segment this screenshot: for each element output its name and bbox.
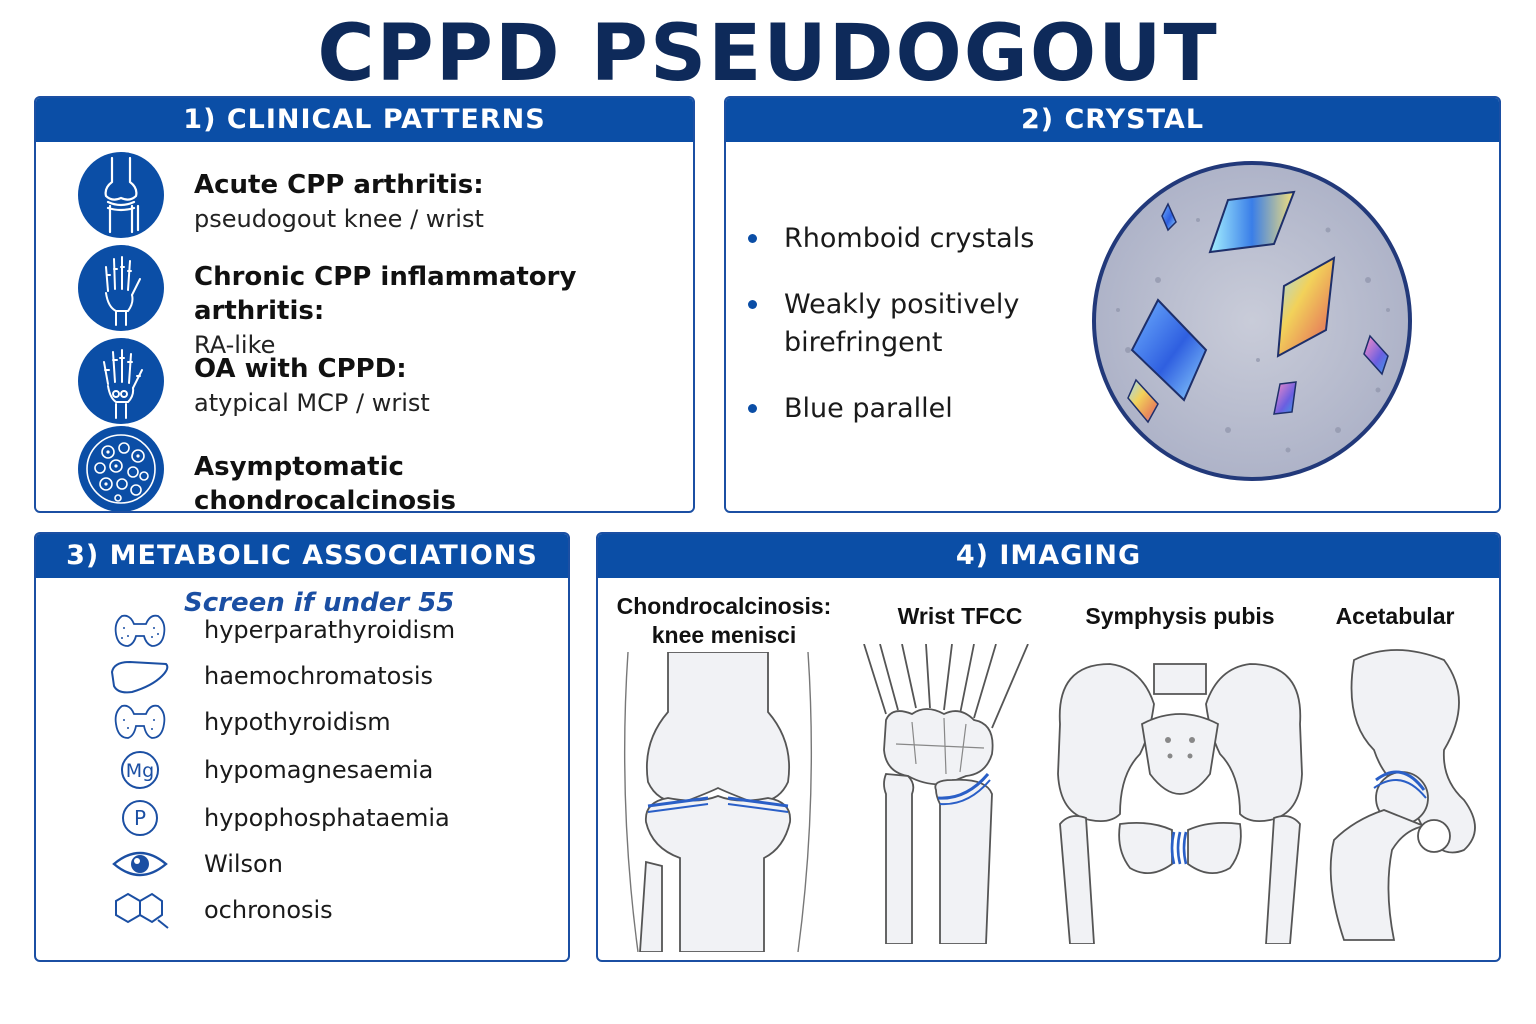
bullet-dot-icon [748, 404, 757, 413]
metabolic-label: ochronosis [204, 896, 333, 924]
crystal-bullet: Blue parallel [748, 390, 1078, 428]
molecule-icon [115, 892, 169, 929]
knee-joint-icon [78, 152, 164, 238]
imaging-label-acetabular: Acetabular [1335, 603, 1455, 629]
crystal-header: 2) CRYSTAL [726, 98, 1499, 142]
page-title: CPPD PSEUDOGOUT [317, 9, 1219, 99]
metabolic-label: hypomagnesaemia [204, 756, 434, 784]
metabolic-associations-panel: 3) METABOLIC ASSOCIATIONS Screen if unde… [34, 532, 570, 962]
metabolic-item: Wilson [108, 844, 548, 884]
clinical-item-sub: atypical MCP / wrist [194, 389, 430, 417]
metabolic-item: P hypophosphataemia [108, 798, 548, 838]
crystal-bullet-list: Rhomboid crystals Weakly positively bire… [748, 220, 1078, 456]
liver-icon [110, 660, 169, 694]
clinical-item-sub: pseudogout knee / wrist [194, 205, 484, 233]
metabolic-label: hyperparathyroidism [204, 616, 456, 644]
magnesium-icon: Mg [121, 751, 159, 789]
hip-illustration [1329, 649, 1476, 941]
clinical-item-head: Acute CPP arthritis: [194, 170, 484, 200]
bullet-dot-icon [748, 300, 757, 309]
clinical-item-sub: RA-like [194, 331, 276, 359]
crystal-bullet: Weakly positively birefringent [748, 286, 1078, 362]
clinical-item-asymptomatic: Asymptomatic chondrocalcinosis [194, 450, 674, 513]
imaging-label-knee: Chondrocalcinosis: knee menisci [614, 592, 834, 650]
crystal-bullet-text: Blue parallel [784, 393, 953, 424]
clinical-item-head: Asymptomatic chondrocalcinosis [194, 452, 457, 513]
imaging-panel: 4) IMAGING Chondrocalcinosis: knee menis… [596, 532, 1501, 962]
crystal-bullet-text: Weakly positively birefringent [784, 289, 1020, 358]
thyroid-icon [114, 704, 166, 739]
metabolic-item: ochronosis [108, 890, 548, 930]
metabolic-item: hyperparathyroidism [108, 610, 548, 650]
crystal-panel: 2) CRYSTAL Rhomboid crystals Weakly posi… [724, 96, 1501, 513]
hand-xray-icon [78, 245, 164, 331]
knee-illustration [623, 652, 813, 952]
metabolic-label: hypophosphataemia [204, 804, 450, 832]
crystal-bullet: Rhomboid crystals [748, 220, 1078, 258]
bullet-dot-icon [748, 234, 757, 243]
eye-icon [112, 851, 168, 877]
crystal-bullet-text: Rhomboid crystals [784, 223, 1035, 254]
clinical-item-head: Chronic CPP inflammatory arthritis: [194, 262, 577, 326]
clinical-patterns-panel: 1) CLINICAL PATTERNS Acute CPP arthritis… [34, 96, 695, 513]
imaging-label-line: knee menisci [651, 622, 797, 648]
imaging-label-wrist: Wrist TFCC [897, 603, 1023, 629]
metabolic-label: hypothyroidism [204, 708, 391, 736]
pelvis-illustration [1057, 663, 1303, 944]
microscopy-crystal-image [1092, 161, 1412, 481]
clinical-item-acute: Acute CPP arthritis: pseudogout knee / w… [194, 168, 674, 236]
phosphate-symbol: P [134, 806, 146, 830]
hand-bones-icon [78, 338, 164, 424]
clinical-item-head: OA with CPPD: [194, 354, 407, 384]
clinical-item-oa: OA with CPPD: atypical MCP / wrist [194, 352, 674, 420]
parathyroid-icon [114, 614, 166, 647]
metabolic-label: Wilson [204, 850, 283, 878]
screen-note: Screen if under 55 [184, 588, 455, 618]
metabolic-item: haemochromatosis [108, 656, 548, 696]
wrist-illustration [863, 644, 1029, 944]
metabolic-item: hypothyroidism [108, 702, 548, 742]
phosphate-icon: P [122, 800, 158, 836]
metabolic-item: Mg hypomagnesaemia [108, 750, 548, 790]
magnesium-symbol: Mg [126, 760, 154, 782]
clinical-item-chronic: Chronic CPP inflammatory arthritis: RA-l… [194, 260, 674, 362]
metabolic-label: haemochromatosis [204, 662, 434, 690]
imaging-header: 4) IMAGING [598, 534, 1499, 578]
cell-cluster-icon [78, 426, 164, 511]
imaging-label-line: Chondrocalcinosis: [616, 593, 832, 619]
imaging-label-symphysis: Symphysis pubis [1085, 603, 1275, 629]
clinical-patterns-header: 1) CLINICAL PATTERNS [36, 98, 693, 142]
metabolic-associations-header: 3) METABOLIC ASSOCIATIONS [36, 534, 568, 578]
